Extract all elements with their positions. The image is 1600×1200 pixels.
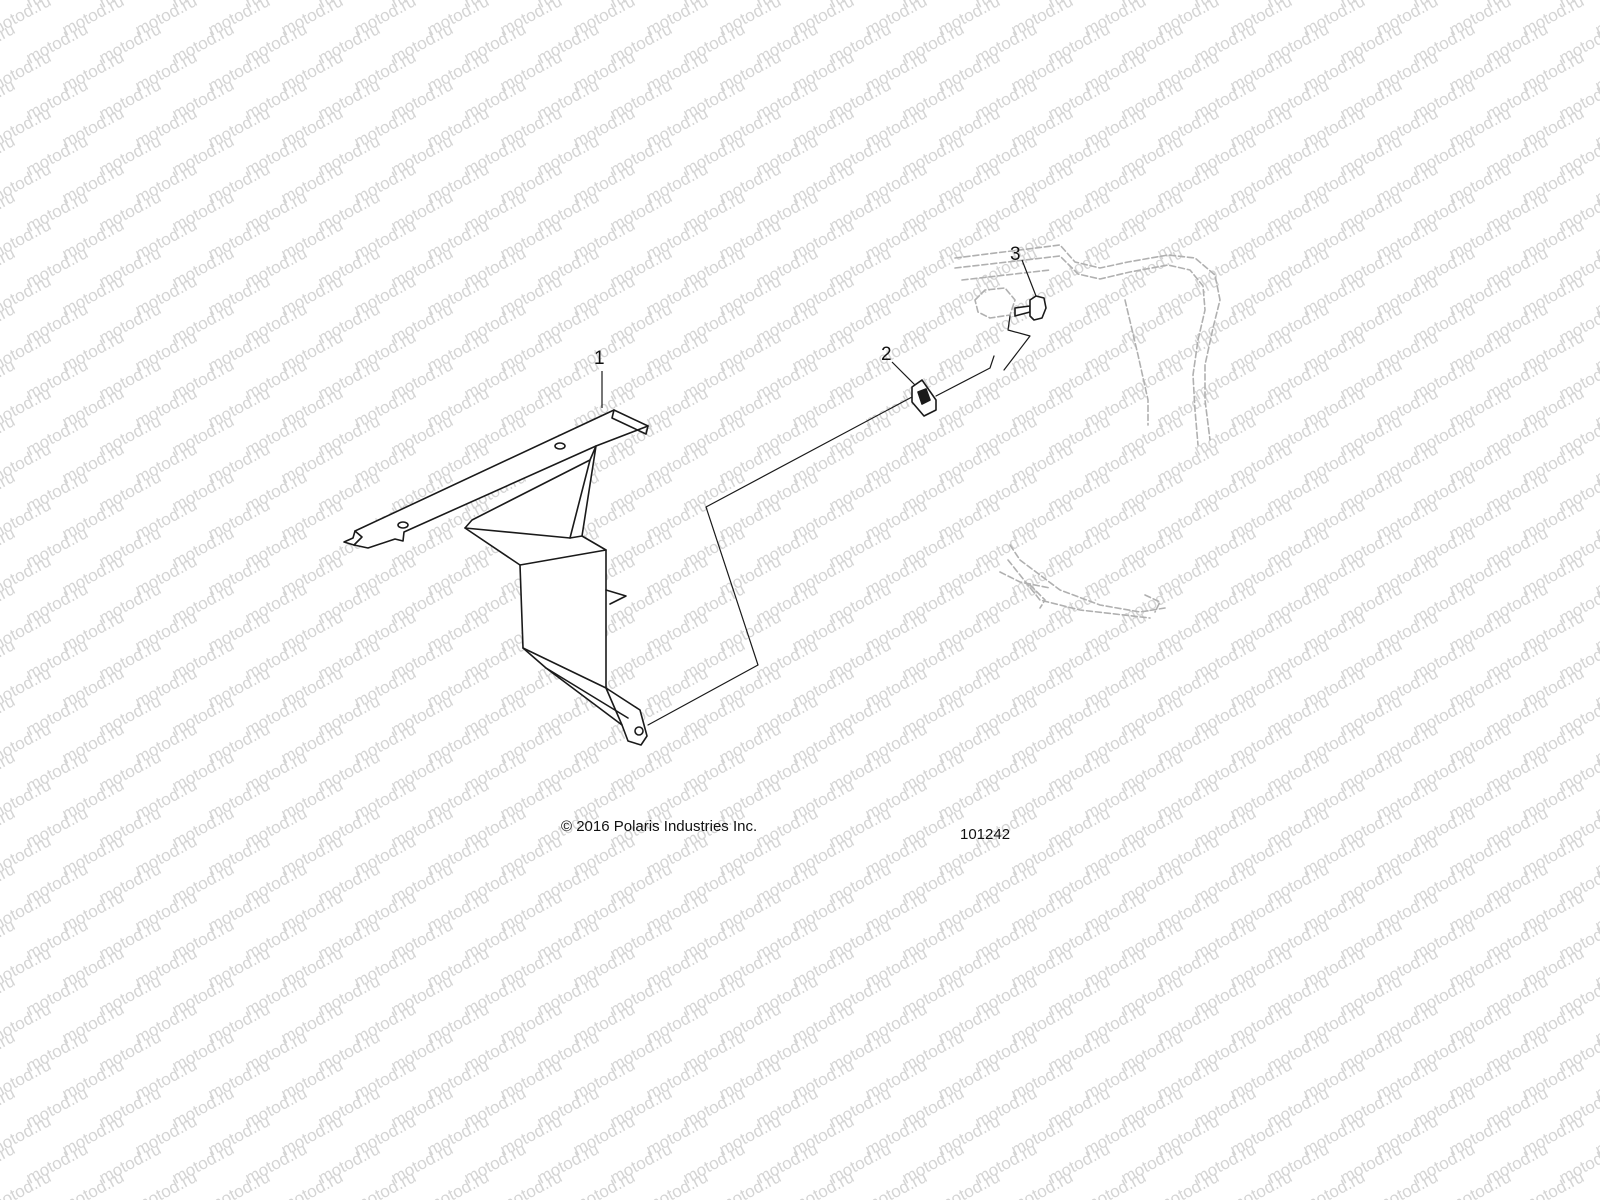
watermark-text: motod.ru bbox=[1519, 1167, 1587, 1200]
watermark-text: motod.ru bbox=[1446, 1167, 1514, 1200]
watermark-text: motod.ru bbox=[205, 1167, 273, 1200]
clip-nut bbox=[911, 379, 937, 417]
screw bbox=[1014, 295, 1047, 321]
watermark-text: motod.ru bbox=[59, 1167, 127, 1200]
assembly-lines bbox=[647, 315, 1031, 726]
watermark-text: motod.ru bbox=[789, 1167, 857, 1200]
watermark-text: motod.ru bbox=[716, 1167, 784, 1200]
watermark-text: motod.ru bbox=[278, 1167, 346, 1200]
watermark-text: motod.ru bbox=[643, 1167, 711, 1200]
watermark-text: motod.ru bbox=[1592, 0, 1600, 40]
watermark-text: motod.ru bbox=[935, 1167, 1003, 1200]
callout-labels: 1 2 3 bbox=[594, 244, 1021, 369]
callout-leaders bbox=[601, 259, 1037, 408]
watermark-text: motod.ru bbox=[1300, 1167, 1368, 1200]
watermark-text: motod.ru bbox=[497, 1167, 565, 1200]
watermark-text: motod.ru bbox=[1154, 1167, 1222, 1200]
figure-id: 101242 bbox=[960, 826, 1011, 843]
shield-bracket bbox=[343, 409, 649, 746]
watermark-text: motod.ru bbox=[132, 1167, 200, 1200]
watermark-text: motod.ru bbox=[1081, 1167, 1149, 1200]
ghost-frame bbox=[954, 244, 1221, 619]
watermark-text: motod.ru bbox=[351, 1167, 419, 1200]
watermark-text: motod.ru bbox=[570, 1167, 638, 1200]
callout-2: 2 bbox=[881, 344, 892, 365]
callout-3: 3 bbox=[1010, 244, 1021, 265]
watermark-text: motod.ru bbox=[1373, 1167, 1441, 1200]
watermark-text: motod.ru bbox=[1008, 1167, 1076, 1200]
callout-1: 1 bbox=[594, 348, 605, 369]
watermark-text: motod.ru bbox=[862, 1167, 930, 1200]
watermark-text: motod.ru bbox=[424, 1167, 492, 1200]
copyright-text: © 2016 Polaris Industries Inc. bbox=[561, 818, 758, 835]
watermark-text: motod.ru bbox=[1227, 1167, 1295, 1200]
